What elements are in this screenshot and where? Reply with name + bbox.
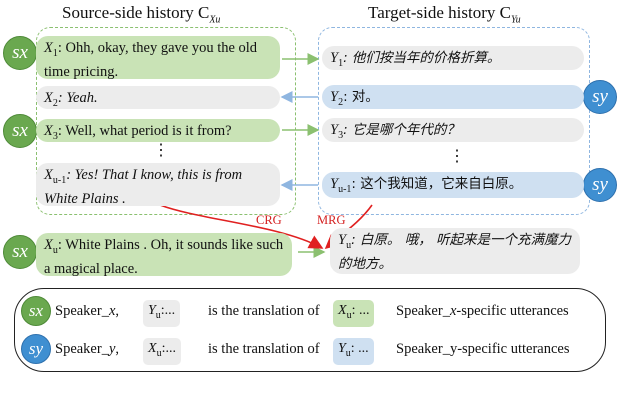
legend-translation-text-1: is the translation of	[208, 303, 320, 319]
legend-speaker-x-label: Speaker_x,	[55, 303, 120, 319]
speaker-y-avatar: sy	[583, 80, 617, 114]
current-source-utterance: Xu: White Plains . Oh, it sounds like su…	[36, 233, 292, 277]
current-target-utterance: Yu: 白原。 哦， 听起来是一个充满魔力的地方。	[330, 228, 580, 274]
source-history-header: Source-side history CXu	[62, 3, 221, 26]
legend-speaker-x-avatar: sx	[21, 296, 51, 326]
legend-speaker-x-desc: Speaker_x-specific utterances	[396, 303, 569, 319]
target-history-header: Target-side history CYu	[368, 3, 521, 26]
target-ellipsis: ⋮	[449, 148, 465, 165]
legend-chip-xu-gray: Xu:...	[143, 338, 181, 365]
target-utterance-yu-1: Yu-1: 这个我知道，它来自白原。	[322, 172, 584, 198]
legend-box: sx Speaker_x, Yu:... is the translation …	[14, 288, 606, 372]
legend-speaker-y-desc: Speaker_y-specific utterances	[396, 341, 570, 357]
target-utterance-y2: Y2: 对。	[322, 85, 584, 109]
speaker-y-avatar: sy	[583, 168, 617, 202]
legend-translation-text-2: is the translation of	[208, 341, 320, 357]
crg-label: CRG	[256, 213, 282, 227]
legend-chip-xu-green: Xu: ...	[333, 300, 375, 327]
legend-chip-yu-blue: Yu: ...	[333, 338, 374, 365]
speaker-x-avatar: sx	[3, 235, 37, 269]
speaker-x-avatar: sx	[3, 36, 37, 70]
legend-speaker-y-avatar: sy	[21, 334, 51, 364]
source-history-panel	[36, 27, 296, 215]
target-utterance-y3: Y3: 它是哪个年代的？	[322, 118, 584, 142]
source-utterance-x2: X2: Yeah.	[36, 86, 280, 109]
mrg-label: MRG	[317, 213, 346, 227]
speaker-x-avatar: sx	[3, 114, 37, 148]
target-utterance-y1: Y1: 他们按当年的价格折算。	[322, 46, 584, 70]
target-history-panel	[318, 27, 590, 215]
source-ellipsis: ⋮	[153, 142, 169, 159]
source-utterance-x3: X3: Well, what period is it from?	[36, 119, 280, 142]
crg-arrow	[159, 204, 324, 249]
legend-chip-yu-gray: Yu:...	[143, 300, 181, 327]
legend-speaker-y-label: Speaker_y,	[55, 341, 120, 357]
source-utterance-x1: X1: Ohh, okay, they gave you the old tim…	[36, 36, 280, 80]
source-utterance-xu-1: Xu-1: Yes! That I know, this is from Whi…	[36, 163, 280, 207]
